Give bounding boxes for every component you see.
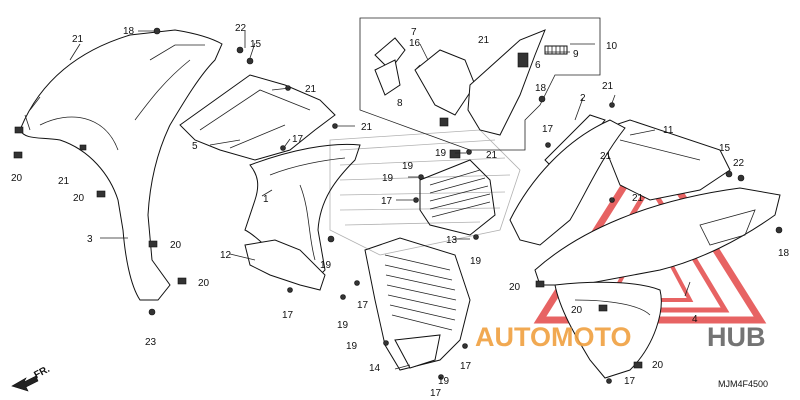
callout-1: 1 <box>263 194 269 205</box>
callout-13: 13 <box>446 235 458 246</box>
callout-4: 4 <box>692 314 698 325</box>
callout-20: 20 <box>170 240 182 251</box>
callout-17: 17 <box>357 300 369 311</box>
callout-21: 21 <box>486 150 498 161</box>
watermark-text: AUTOMOTO HUB <box>475 322 766 352</box>
callout-20: 20 <box>509 282 521 293</box>
parts-6-10-group <box>359 17 601 151</box>
callout-19: 19 <box>346 341 358 352</box>
callout-23: 23 <box>145 337 157 348</box>
callout-19: 19 <box>382 173 394 184</box>
fasteners <box>13 27 783 384</box>
callout-21: 21 <box>600 151 612 162</box>
part-right-side-cowl <box>509 119 781 286</box>
callout-21: 21 <box>602 81 614 92</box>
front-direction-indicator: FR. <box>11 364 52 392</box>
hatched-frame-outline <box>329 129 521 256</box>
callout-21: 21 <box>58 176 70 187</box>
callout-21: 21 <box>72 34 84 45</box>
reference-code: MJM4F4500 <box>718 379 768 389</box>
leader-lines <box>29 30 691 370</box>
callout-2: 2 <box>580 93 586 104</box>
callout-17: 17 <box>542 124 554 135</box>
callout-20: 20 <box>11 173 23 184</box>
callout-5: 5 <box>192 141 198 152</box>
callout-20: 20 <box>198 278 210 289</box>
callout-14: 14 <box>369 363 381 374</box>
callout-19: 19 <box>470 256 482 267</box>
callout-19: 19 <box>337 320 349 331</box>
callout-17: 17 <box>282 310 294 321</box>
callout-11: 11 <box>663 125 674 136</box>
callout-3: 3 <box>87 234 93 245</box>
callout-17: 17 <box>460 361 472 372</box>
callout-21: 21 <box>305 84 317 95</box>
callout-17: 17 <box>430 388 442 399</box>
callout-18: 18 <box>123 26 135 37</box>
part-14-radiator-shroud <box>364 237 471 371</box>
callout-9: 9 <box>573 49 579 60</box>
direction-label: FR. <box>32 364 52 381</box>
callout-22: 22 <box>235 23 247 34</box>
part-11-right-upper-cowl <box>599 119 731 201</box>
part-3-side-cowl <box>14 29 223 301</box>
callout-10: 10 <box>606 41 618 52</box>
callout-18: 18 <box>535 83 547 94</box>
callout-19: 19 <box>435 148 447 159</box>
callout-19: 19 <box>438 376 450 387</box>
part-5-inner-panel <box>179 74 336 161</box>
callout-21: 21 <box>361 122 373 133</box>
callout-6: 6 <box>535 60 541 71</box>
watermark-part1: AUTOMOTO <box>475 322 632 352</box>
callout-21: 21 <box>478 35 490 46</box>
part-12-lower-panel <box>244 239 326 291</box>
callout-16: 16 <box>409 38 421 49</box>
callout-21: 21 <box>632 193 644 204</box>
callout-17: 17 <box>292 134 304 145</box>
callout-12: 12 <box>220 250 232 261</box>
watermark-part2: HUB <box>707 322 766 352</box>
callout-20: 20 <box>571 305 583 316</box>
callout-18: 18 <box>778 248 790 259</box>
callout-20: 20 <box>652 360 664 371</box>
callout-15: 15 <box>719 143 731 154</box>
callout-15: 15 <box>250 39 262 50</box>
callout-20: 20 <box>73 193 85 204</box>
callout-7: 7 <box>411 27 417 38</box>
callout-8: 8 <box>397 98 403 109</box>
callout-17: 17 <box>624 376 636 387</box>
callout-19: 19 <box>402 161 414 172</box>
callout-17: 17 <box>381 196 393 207</box>
callout-labels: 1234567891011121314151516171717171717171… <box>11 23 790 399</box>
part-13-grille <box>419 149 496 236</box>
callout-19: 19 <box>320 260 332 271</box>
callout-22: 22 <box>733 158 745 169</box>
part-4-under-cowl <box>554 281 662 379</box>
